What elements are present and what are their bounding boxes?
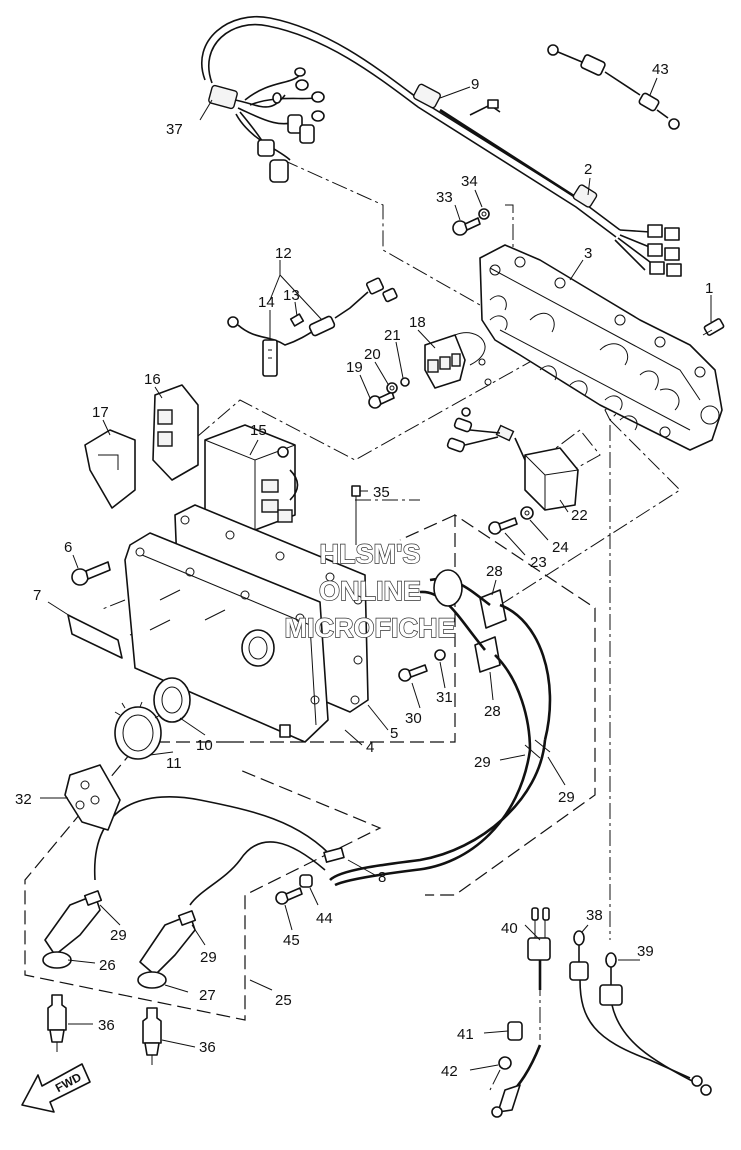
callout-29c: 29	[110, 927, 127, 944]
part-36-spark-plugs	[47, 994, 162, 1065]
part-18-regulator	[424, 332, 492, 389]
callout-43: 43	[652, 61, 669, 78]
part-35-clip	[351, 485, 361, 545]
assembly-boundaries	[24, 513, 596, 1021]
part-27-plug-cap	[137, 910, 197, 989]
part-40-lead	[527, 907, 551, 990]
callout-12: 12	[275, 245, 292, 262]
part-43-lead-wire	[547, 44, 680, 130]
callout-25: 25	[275, 992, 292, 1009]
main-wire-harness	[201, 15, 682, 277]
callout-17: 17	[92, 404, 109, 421]
callout-31: 31	[436, 689, 453, 706]
part-41-42-terminals	[491, 1021, 542, 1118]
callout-22: 22	[571, 507, 588, 524]
callout-29a: 29	[474, 754, 491, 771]
callout-27: 27	[199, 987, 216, 1004]
fasteners-23-24	[488, 506, 534, 535]
part-26-plug-cap	[42, 890, 103, 969]
callout-42: 42	[441, 1063, 458, 1080]
callout-18: 18	[409, 314, 426, 331]
callout-16: 16	[144, 371, 161, 388]
callout-26: 26	[99, 957, 116, 974]
watermark: HLSM'S ONLINE MICROFICHE	[284, 538, 456, 643]
callout-3: 3	[584, 245, 592, 262]
fasteners-upper	[368, 208, 725, 409]
callout-8: 8	[378, 869, 386, 886]
callout-45: 45	[283, 932, 300, 949]
callout-24: 24	[552, 539, 569, 556]
callout-15: 15	[250, 422, 267, 439]
part-4-cover	[124, 532, 329, 743]
callout-6: 6	[64, 539, 72, 556]
fwd-direction-arrow: FWD	[21, 1063, 91, 1113]
callout-20: 20	[364, 346, 381, 363]
callout-7: 7	[33, 587, 41, 604]
callout-38: 38	[586, 907, 603, 924]
watermark-line-2: ONLINE	[319, 576, 421, 606]
part-10-seal	[153, 677, 191, 723]
callout-5: 5	[390, 725, 398, 742]
callout-28a: 28	[486, 563, 503, 580]
part-16-17-holders	[84, 384, 199, 509]
callout-21: 21	[384, 327, 401, 344]
callout-39: 39	[637, 943, 654, 960]
callout-23: 23	[530, 554, 547, 571]
part-15-cdi-unit	[204, 424, 299, 531]
watermark-line-1: HLSM'S	[320, 539, 421, 569]
part-11-cap	[114, 701, 162, 760]
callout-36b: 36	[199, 1039, 216, 1056]
part-22-ignition-coil	[446, 407, 579, 511]
callout-44: 44	[316, 910, 333, 927]
callout-41: 41	[457, 1026, 474, 1043]
callout-40: 40	[501, 920, 518, 937]
callout-leaders	[40, 77, 712, 1071]
callout-29d: 29	[200, 949, 217, 966]
callout-10: 10	[196, 737, 213, 754]
callout-37: 37	[166, 121, 183, 138]
callout-labels: 1 2 3 4 5 6 7 8 9 10 11 12 13 14 15 16 1…	[15, 61, 713, 1080]
part-28-grommets	[419, 569, 552, 751]
watermark-line-3: MICROFICHE	[285, 613, 456, 643]
fasteners-30-31	[398, 649, 446, 682]
callout-2: 2	[584, 161, 592, 178]
callout-1: 1	[705, 280, 713, 297]
part-32-holder	[64, 764, 121, 831]
callout-19: 19	[346, 359, 363, 376]
part-8-ht-leads	[94, 739, 551, 906]
callout-35: 35	[373, 484, 390, 501]
part-6-bolt	[71, 561, 111, 586]
callout-28b: 28	[484, 703, 501, 720]
fasteners-44-45	[275, 874, 313, 905]
part-3-bracket	[479, 244, 723, 451]
part-7-label	[67, 614, 123, 659]
callout-14: 14	[258, 294, 275, 311]
callout-34: 34	[461, 173, 478, 190]
callout-9: 9	[471, 76, 479, 93]
harness-routing-lines	[99, 159, 681, 1091]
callout-33: 33	[436, 189, 453, 206]
part-12-14-sensor-lead	[227, 277, 398, 377]
callout-36a: 36	[98, 1017, 115, 1034]
callout-30: 30	[405, 710, 422, 727]
callout-4: 4	[366, 739, 374, 756]
callout-13: 13	[283, 287, 300, 304]
callout-32: 32	[15, 791, 32, 808]
part-38-39-leads	[569, 930, 712, 1096]
callout-29b: 29	[558, 789, 575, 806]
callout-11: 11	[166, 755, 182, 772]
